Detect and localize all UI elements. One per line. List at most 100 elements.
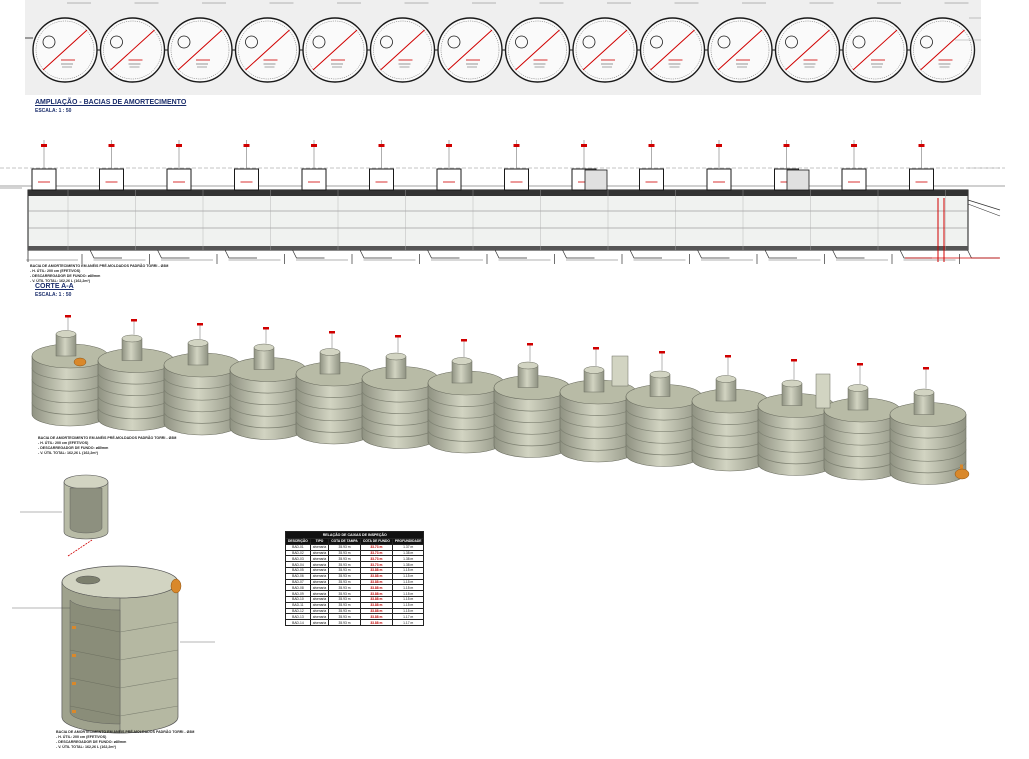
- table-cell: 33.88 m: [359, 595, 393, 603]
- iso-tag-marker: [461, 339, 467, 342]
- table-cell: 33.88 m: [359, 601, 393, 609]
- detail-ring-joint: [119, 705, 179, 717]
- iso-shaft-top: [55, 330, 77, 338]
- plan-basin-inner-ring: [710, 20, 770, 80]
- detail-ring-joint: [69, 705, 121, 717]
- table-cell: 1.15 m: [391, 584, 425, 592]
- iso-shaft-top: [385, 352, 407, 361]
- iso-basin: [31, 315, 109, 427]
- iso-tag-marker: [65, 315, 71, 318]
- section-level-marker: [513, 144, 520, 147]
- plan-basin-diameter: [650, 29, 695, 71]
- detail-ring-joint: [69, 677, 121, 689]
- table-cell: 1.17 m: [391, 619, 425, 626]
- section-view-scale: ESCALA: 1 : 50: [35, 292, 72, 298]
- table-header-cell: TIPO: [309, 538, 330, 545]
- detail-dimension: [67, 539, 93, 557]
- table-cell: alvenaria: [309, 555, 330, 563]
- section-note-line-1: BACIA DE AMORTECIMENTO EM ANÉIS PRÉ-MOLD…: [30, 264, 169, 268]
- section-drain-pipe: [967, 249, 1000, 259]
- section-drain-pipe: [494, 249, 527, 259]
- plan-basin-diameter: [447, 29, 493, 71]
- section-drain-pipe: [562, 249, 595, 259]
- plan-basin: [842, 2, 911, 83]
- table-cell: alvenaria: [309, 601, 330, 609]
- plan-basin-manhole: [447, 35, 461, 49]
- table-cell: 33.73 m: [359, 549, 393, 557]
- section-drain-pipe: [427, 249, 460, 259]
- section-chamber-box: [99, 168, 124, 191]
- iso-basin: [625, 351, 703, 467]
- iso-basin-ring: [889, 449, 967, 462]
- table-cell: alvenaria: [309, 549, 330, 557]
- iso-basin: [229, 327, 307, 440]
- detail-note-line-2: - H. ÚTIL: 200 cm (EFETIVOS): [56, 735, 107, 739]
- section-chamber-box: [706, 168, 732, 191]
- detail-ring-joint: [119, 621, 179, 633]
- table-cell: 1.38 m: [391, 549, 425, 557]
- plan-basin-inner-ring: [238, 20, 297, 80]
- section-drain-pipe: [697, 249, 730, 259]
- iso-shaft-top: [583, 366, 605, 374]
- plan-basin-manhole: [785, 35, 798, 49]
- plan-basin-inner-ring: [170, 20, 230, 80]
- section-level-marker: [648, 144, 655, 147]
- section-level-marker: [851, 144, 857, 147]
- detail-note-line-4: - V. ÚTIL TOTAL: 162,26 L (162,2m³): [56, 745, 116, 749]
- iso-inlet-pipe: [73, 357, 87, 367]
- section-chamber: [633, 140, 730, 264]
- basin-bottom-slab: [28, 246, 968, 250]
- plan-basin-diameter: [582, 29, 628, 71]
- section-drain-pipe: [832, 249, 865, 259]
- plan-basin-inner-ring: [103, 20, 162, 80]
- section-chamber-box: [234, 168, 259, 191]
- iso-shaft-top: [847, 384, 869, 392]
- section-chamber-box: [504, 168, 529, 191]
- table-header-cell: PROFUNDIDADE: [391, 538, 425, 545]
- section-chamber: [431, 140, 527, 264]
- plan-basin-inner-ring: [845, 20, 905, 80]
- section-chamber-box: [301, 168, 327, 191]
- basin-top-slab: [28, 190, 968, 196]
- plan-basin-manhole: [110, 35, 123, 49]
- section-level-marker: [108, 144, 115, 147]
- table-cell: 1.38 m: [391, 555, 425, 563]
- section-view-panel: [0, 132, 1029, 282]
- table-cell: alvenaria: [309, 543, 330, 551]
- iso-tag-marker: [593, 347, 599, 350]
- section-note-line-4: - V. ÚTIL TOTAL: 162,26 L (162,2m³): [30, 279, 90, 283]
- plan-view-scale: ESCALA: 1 : 50: [35, 108, 72, 114]
- table-cell: 1.15 m: [391, 572, 425, 580]
- iso-shaft-top: [517, 361, 539, 370]
- table-cell: alvenaria: [309, 567, 330, 574]
- iso-tag-marker: [725, 355, 731, 358]
- detail-note-line-3: - DESCARREGADOR DE FUNDO: ø80mm: [56, 740, 127, 744]
- detail-view-panel: [0, 472, 260, 754]
- iso-tag-marker: [329, 331, 335, 334]
- table-cell: alvenaria: [309, 619, 330, 626]
- section-view-title: CORTE A-A: [35, 283, 74, 290]
- section-note-line-3: - DESCARREGADOR DE FUNDO: ø80mm: [30, 274, 101, 278]
- plan-basin: [32, 2, 101, 83]
- isometric-note-line-1: BACIA DE AMORTECIMENTO EM ANÉIS PRÉ-MOLD…: [38, 436, 177, 440]
- section-chamber-box: [639, 168, 664, 191]
- iso-tag-marker: [791, 359, 797, 362]
- table-cell: alvenaria: [309, 607, 330, 615]
- plan-view-drawing: [25, 0, 981, 95]
- iso-access-box: [815, 373, 831, 409]
- plan-basin-diameter: [920, 29, 965, 71]
- section-level-marker: [918, 144, 925, 147]
- section-chamber-box: [909, 168, 934, 191]
- table-cell: 33.88 m: [359, 572, 393, 580]
- plan-basin: [639, 2, 708, 83]
- detail-ladder-rung: [72, 626, 76, 629]
- plan-basin-manhole: [650, 35, 663, 49]
- iso-shaft-top: [649, 370, 671, 379]
- section-level-marker: [311, 144, 317, 147]
- table-cell: alvenaria: [309, 595, 330, 603]
